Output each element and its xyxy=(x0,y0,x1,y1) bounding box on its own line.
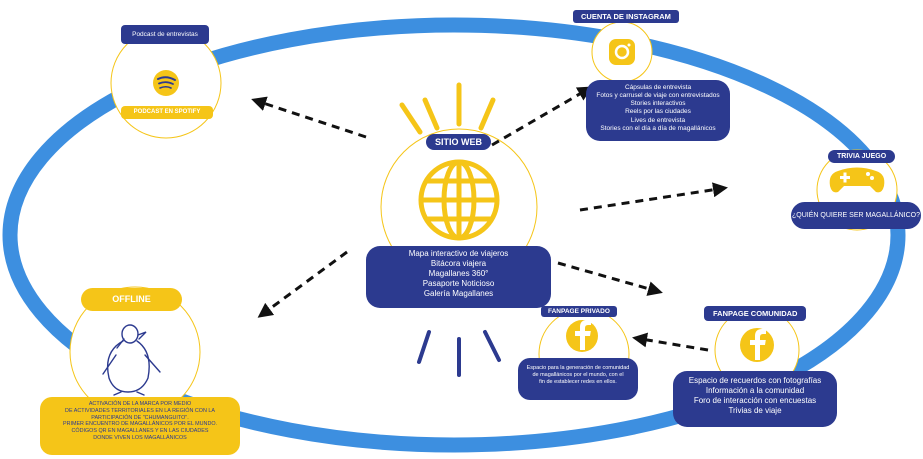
fanpage-private-line: fin de establecer redes en ellos. xyxy=(539,378,617,385)
instagram-item: Lives de entrevista xyxy=(630,116,686,124)
instagram-item: Reels por las ciudades xyxy=(625,108,691,116)
fanpage-community-item: Trivias de viaje xyxy=(728,406,782,415)
instagram-items-box: Cápsulas de entrevista Fotos y carrusel … xyxy=(586,80,730,141)
instagram-item: Fotos y carrusel de viaje con entrevista… xyxy=(596,92,720,100)
instagram-item: Cápsulas de entrevista xyxy=(624,84,692,91)
offline-line: DONDE VIVEN LOS MAGALLÁNICOS xyxy=(93,434,187,441)
website-item: Magallanes 360° xyxy=(428,269,489,278)
globe-icon xyxy=(418,159,500,241)
website-title: SITIO WEB xyxy=(426,134,491,150)
navy-rays xyxy=(417,330,501,377)
offline-box: ACTIVACIÓN DE LA MARCA POR MEDIO DE ACTI… xyxy=(40,397,240,455)
offline-line: CÓDIGOS QR EN MAGALLANES Y EN LAS CIUDAD… xyxy=(71,428,209,434)
facebook-icon xyxy=(566,320,598,352)
fanpage-private-line: de magallánicos por el mundo, con el xyxy=(532,371,624,378)
website-item: Bitácora viajera xyxy=(430,259,487,268)
fanpage-community-item: Espacio de recuerdos con fotografías xyxy=(688,376,822,385)
facebook-icon xyxy=(740,328,774,362)
instagram-item: Stories interactivos xyxy=(630,100,686,108)
penguin-icon xyxy=(102,324,161,396)
instagram-title: CUENTA DE INSTAGRAM xyxy=(573,10,679,23)
cycle-ellipse xyxy=(2,17,906,453)
spotify-icon xyxy=(153,70,179,96)
sunburst-rays xyxy=(399,82,496,135)
offline-line: DE ACTIVIDADES TERRITORIALES EN LA REGIÓ… xyxy=(65,407,215,414)
instagram-icon xyxy=(609,39,635,65)
website-items-box: Mapa interactivo de viajeros Bitácora vi… xyxy=(366,246,551,308)
offline-line: PARTICIPACIÓN DE "CHUMANGUITO". xyxy=(91,414,189,421)
spotify-bottom-label: PODCAST EN SPOTIFY xyxy=(121,106,213,119)
website-item: Galería Magallanes xyxy=(423,289,494,298)
offline-line: ACTIVACIÓN DE LA MARCA POR MEDIO xyxy=(88,401,192,407)
fanpage-private-box: Espacio para la generación de comunidad … xyxy=(518,358,638,400)
trivia-title: TRIVIA JUEGO xyxy=(828,150,896,163)
website-item: Mapa interactivo de viajeros xyxy=(408,249,509,258)
trivia-label: ¿QUIÉN QUIERE SER MAGALLÁNICO? xyxy=(791,202,921,229)
fanpage-community-box: Espacio de recuerdos con fotografías Inf… xyxy=(673,371,837,427)
website-item: Pasaporte Noticioso xyxy=(422,279,495,288)
offline-line: PRIMER ENCUENTRO DE MAGALLÁNICOS POR EL … xyxy=(62,421,218,428)
fanpage-private-title: FANPAGE PRIVADO xyxy=(541,306,617,317)
spotify-top-label: Podcast de entrevistas xyxy=(121,25,209,44)
offline-title: OFFLINE xyxy=(81,288,182,311)
fanpage-private-line: Espacio para la generación de comunidad xyxy=(526,365,630,371)
fanpage-community-item: Foro de interacción con encuestas xyxy=(693,396,817,405)
gamepad-icon xyxy=(829,167,885,193)
fanpage-community-item: Información a la comunidad xyxy=(705,386,805,395)
connector-arrows xyxy=(251,86,728,352)
instagram-item: Stories con el día a día de magallánicos xyxy=(600,124,716,132)
fanpage-community-title: FANPAGE COMUNIDAD xyxy=(704,306,807,321)
